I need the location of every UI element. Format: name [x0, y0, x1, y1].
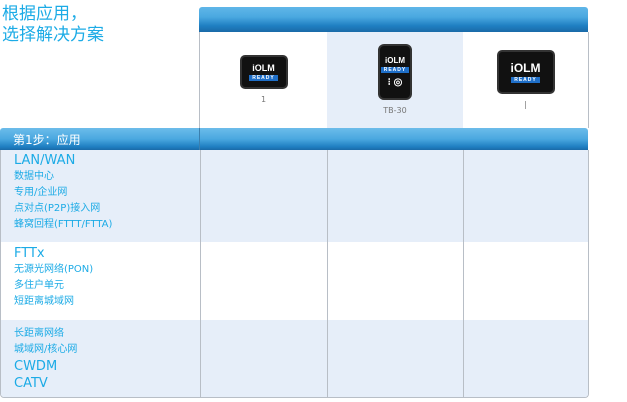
row-heading[interactable]: FTTx — [14, 246, 45, 261]
list-item[interactable]: 多住户单元 — [14, 280, 64, 291]
product-name: TB-30 — [383, 106, 407, 115]
table-row: FTTx 无源光网络(PON) 多住户单元 短距离城域网 — [1, 242, 588, 320]
list-item[interactable]: 专用/企业网 — [14, 187, 68, 198]
list-item[interactable]: 蜂窝回程(FTTT/FTTA) — [14, 219, 113, 230]
table-row: LAN/WAN 数据中心 专用/企业网 点对点(P2P)接入网 蜂窝回程(FTT… — [1, 150, 588, 242]
list-item[interactable]: 长距离网络 — [14, 328, 64, 339]
divider — [199, 128, 200, 150]
step-bar: 第1步：应用 — [0, 128, 588, 150]
application-table: LAN/WAN 数据中心 专用/企业网 点对点(P2P)接入网 蜂窝回程(FTT… — [0, 150, 589, 398]
divider — [463, 150, 464, 397]
table-row: 长距离网络 城域网/核心网 CWDM CATV — [1, 320, 588, 397]
list-item[interactable]: 数据中心 — [14, 171, 54, 182]
list-item[interactable]: 城域网/核心网 — [14, 344, 78, 355]
divider — [200, 150, 201, 397]
list-item[interactable]: CATV — [14, 376, 48, 391]
page-title: 根据应用， 选择解决方案 — [2, 4, 104, 46]
divider — [327, 150, 328, 397]
step-label: 第1步：应用 — [13, 133, 81, 147]
product-header-bar — [199, 7, 588, 32]
row-heading[interactable]: LAN/WAN — [14, 153, 76, 168]
list-item[interactable]: 点对点(P2P)接入网 — [14, 203, 101, 214]
product-name: | — [524, 100, 527, 109]
list-item[interactable]: 短距离城域网 — [14, 296, 74, 307]
list-item[interactable]: CWDM — [14, 359, 58, 374]
product-name: 1 — [260, 95, 267, 104]
title-line-2: 选择解决方案 — [2, 25, 104, 45]
title-line-1: 根据应用， — [2, 4, 87, 24]
list-item[interactable]: 无源光网络(PON) — [14, 264, 94, 275]
